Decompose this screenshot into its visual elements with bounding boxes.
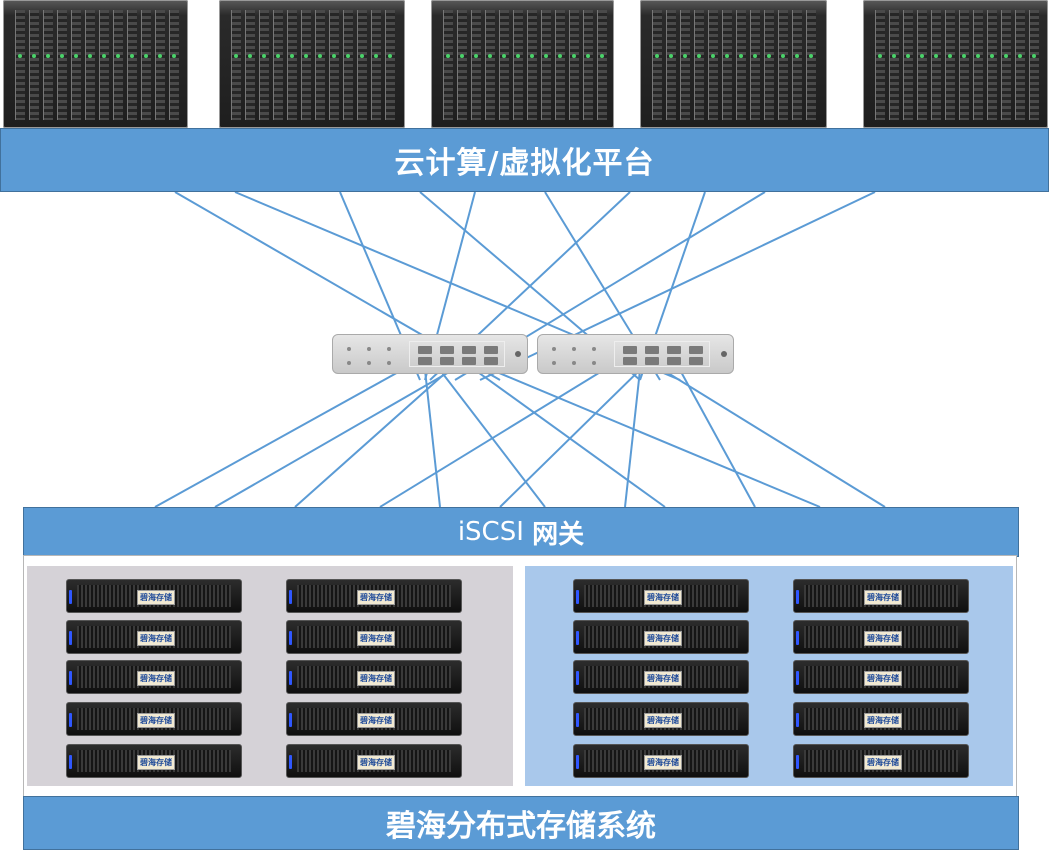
node-plate-label: 碧海存储 bbox=[864, 713, 902, 728]
storage-node: 碧海存储 bbox=[793, 660, 969, 694]
blade-server-3 bbox=[431, 0, 614, 128]
status-led bbox=[69, 590, 72, 604]
storage-node: 碧海存储 bbox=[66, 660, 242, 694]
status-led bbox=[576, 755, 579, 769]
storage-node: 碧海存储 bbox=[66, 620, 242, 654]
node-plate-label: 碧海存储 bbox=[357, 631, 395, 646]
status-led bbox=[69, 671, 72, 685]
storage-node: 碧海存储 bbox=[286, 660, 462, 694]
status-led bbox=[576, 713, 579, 727]
storage-node: 碧海存储 bbox=[573, 702, 749, 736]
cloud-platform-label: 云计算/虚拟化平台 bbox=[394, 146, 655, 181]
storage-node: 碧海存储 bbox=[793, 702, 969, 736]
node-plate-label: 碧海存储 bbox=[357, 713, 395, 728]
storage-node: 碧海存储 bbox=[573, 744, 749, 778]
node-plate-label: 碧海存储 bbox=[644, 713, 682, 728]
distributed-storage-band: 碧海分布式存储系统 bbox=[23, 796, 1019, 850]
storage-node: 碧海存储 bbox=[573, 620, 749, 654]
node-plate-label: 碧海存储 bbox=[864, 671, 902, 686]
node-plate-label: 碧海存储 bbox=[644, 631, 682, 646]
storage-node: 碧海存储 bbox=[286, 620, 462, 654]
iscsi-gateway-band: iSCSI 网关 bbox=[23, 507, 1019, 557]
node-plate-label: 碧海存储 bbox=[644, 755, 682, 770]
storage-node: 碧海存储 bbox=[573, 660, 749, 694]
node-plate-label: 碧海存储 bbox=[137, 590, 175, 605]
blade-server-2 bbox=[219, 0, 405, 128]
network-switch-1 bbox=[332, 334, 528, 374]
status-led bbox=[289, 590, 292, 604]
storage-node: 碧海存储 bbox=[66, 702, 242, 736]
storage-node: 碧海存储 bbox=[286, 744, 462, 778]
status-led bbox=[576, 631, 579, 645]
iscsi-label-latin: iSCSI bbox=[457, 517, 524, 547]
status-led bbox=[289, 755, 292, 769]
storage-node: 碧海存储 bbox=[793, 744, 969, 778]
status-led bbox=[69, 713, 72, 727]
node-plate-label: 碧海存储 bbox=[644, 671, 682, 686]
status-led bbox=[576, 590, 579, 604]
status-led bbox=[289, 713, 292, 727]
node-plate-label: 碧海存储 bbox=[864, 755, 902, 770]
status-led bbox=[796, 590, 799, 604]
storage-node: 碧海存储 bbox=[286, 702, 462, 736]
status-led bbox=[796, 713, 799, 727]
status-led bbox=[576, 671, 579, 685]
status-led bbox=[796, 755, 799, 769]
status-led bbox=[796, 671, 799, 685]
distributed-storage-label: 碧海分布式存储系统 bbox=[386, 809, 656, 844]
storage-node: 碧海存储 bbox=[66, 744, 242, 778]
status-led bbox=[289, 671, 292, 685]
iscsi-label-cjk: 网关 bbox=[532, 519, 585, 550]
node-plate-label: 碧海存储 bbox=[357, 755, 395, 770]
storage-node: 碧海存储 bbox=[793, 620, 969, 654]
storage-node: 碧海存储 bbox=[286, 579, 462, 613]
cloud-platform-band: 云计算/虚拟化平台 bbox=[0, 128, 1049, 192]
node-plate-label: 碧海存储 bbox=[137, 713, 175, 728]
blade-server-5 bbox=[863, 0, 1048, 128]
storage-node: 碧海存储 bbox=[573, 579, 749, 613]
node-plate-label: 碧海存储 bbox=[864, 631, 902, 646]
status-led bbox=[69, 755, 72, 769]
node-plate-label: 碧海存储 bbox=[137, 755, 175, 770]
node-plate-label: 碧海存储 bbox=[357, 590, 395, 605]
status-led bbox=[69, 631, 72, 645]
node-plate-label: 碧海存储 bbox=[137, 631, 175, 646]
node-plate-label: 碧海存储 bbox=[357, 671, 395, 686]
storage-node: 碧海存储 bbox=[66, 579, 242, 613]
blade-server-1 bbox=[3, 0, 188, 128]
node-plate-label: 碧海存储 bbox=[137, 671, 175, 686]
status-led bbox=[289, 631, 292, 645]
status-led bbox=[796, 631, 799, 645]
storage-node: 碧海存储 bbox=[793, 579, 969, 613]
network-switch-2 bbox=[537, 334, 734, 374]
node-plate-label: 碧海存储 bbox=[644, 590, 682, 605]
node-plate-label: 碧海存储 bbox=[864, 590, 902, 605]
blade-server-4 bbox=[640, 0, 827, 128]
